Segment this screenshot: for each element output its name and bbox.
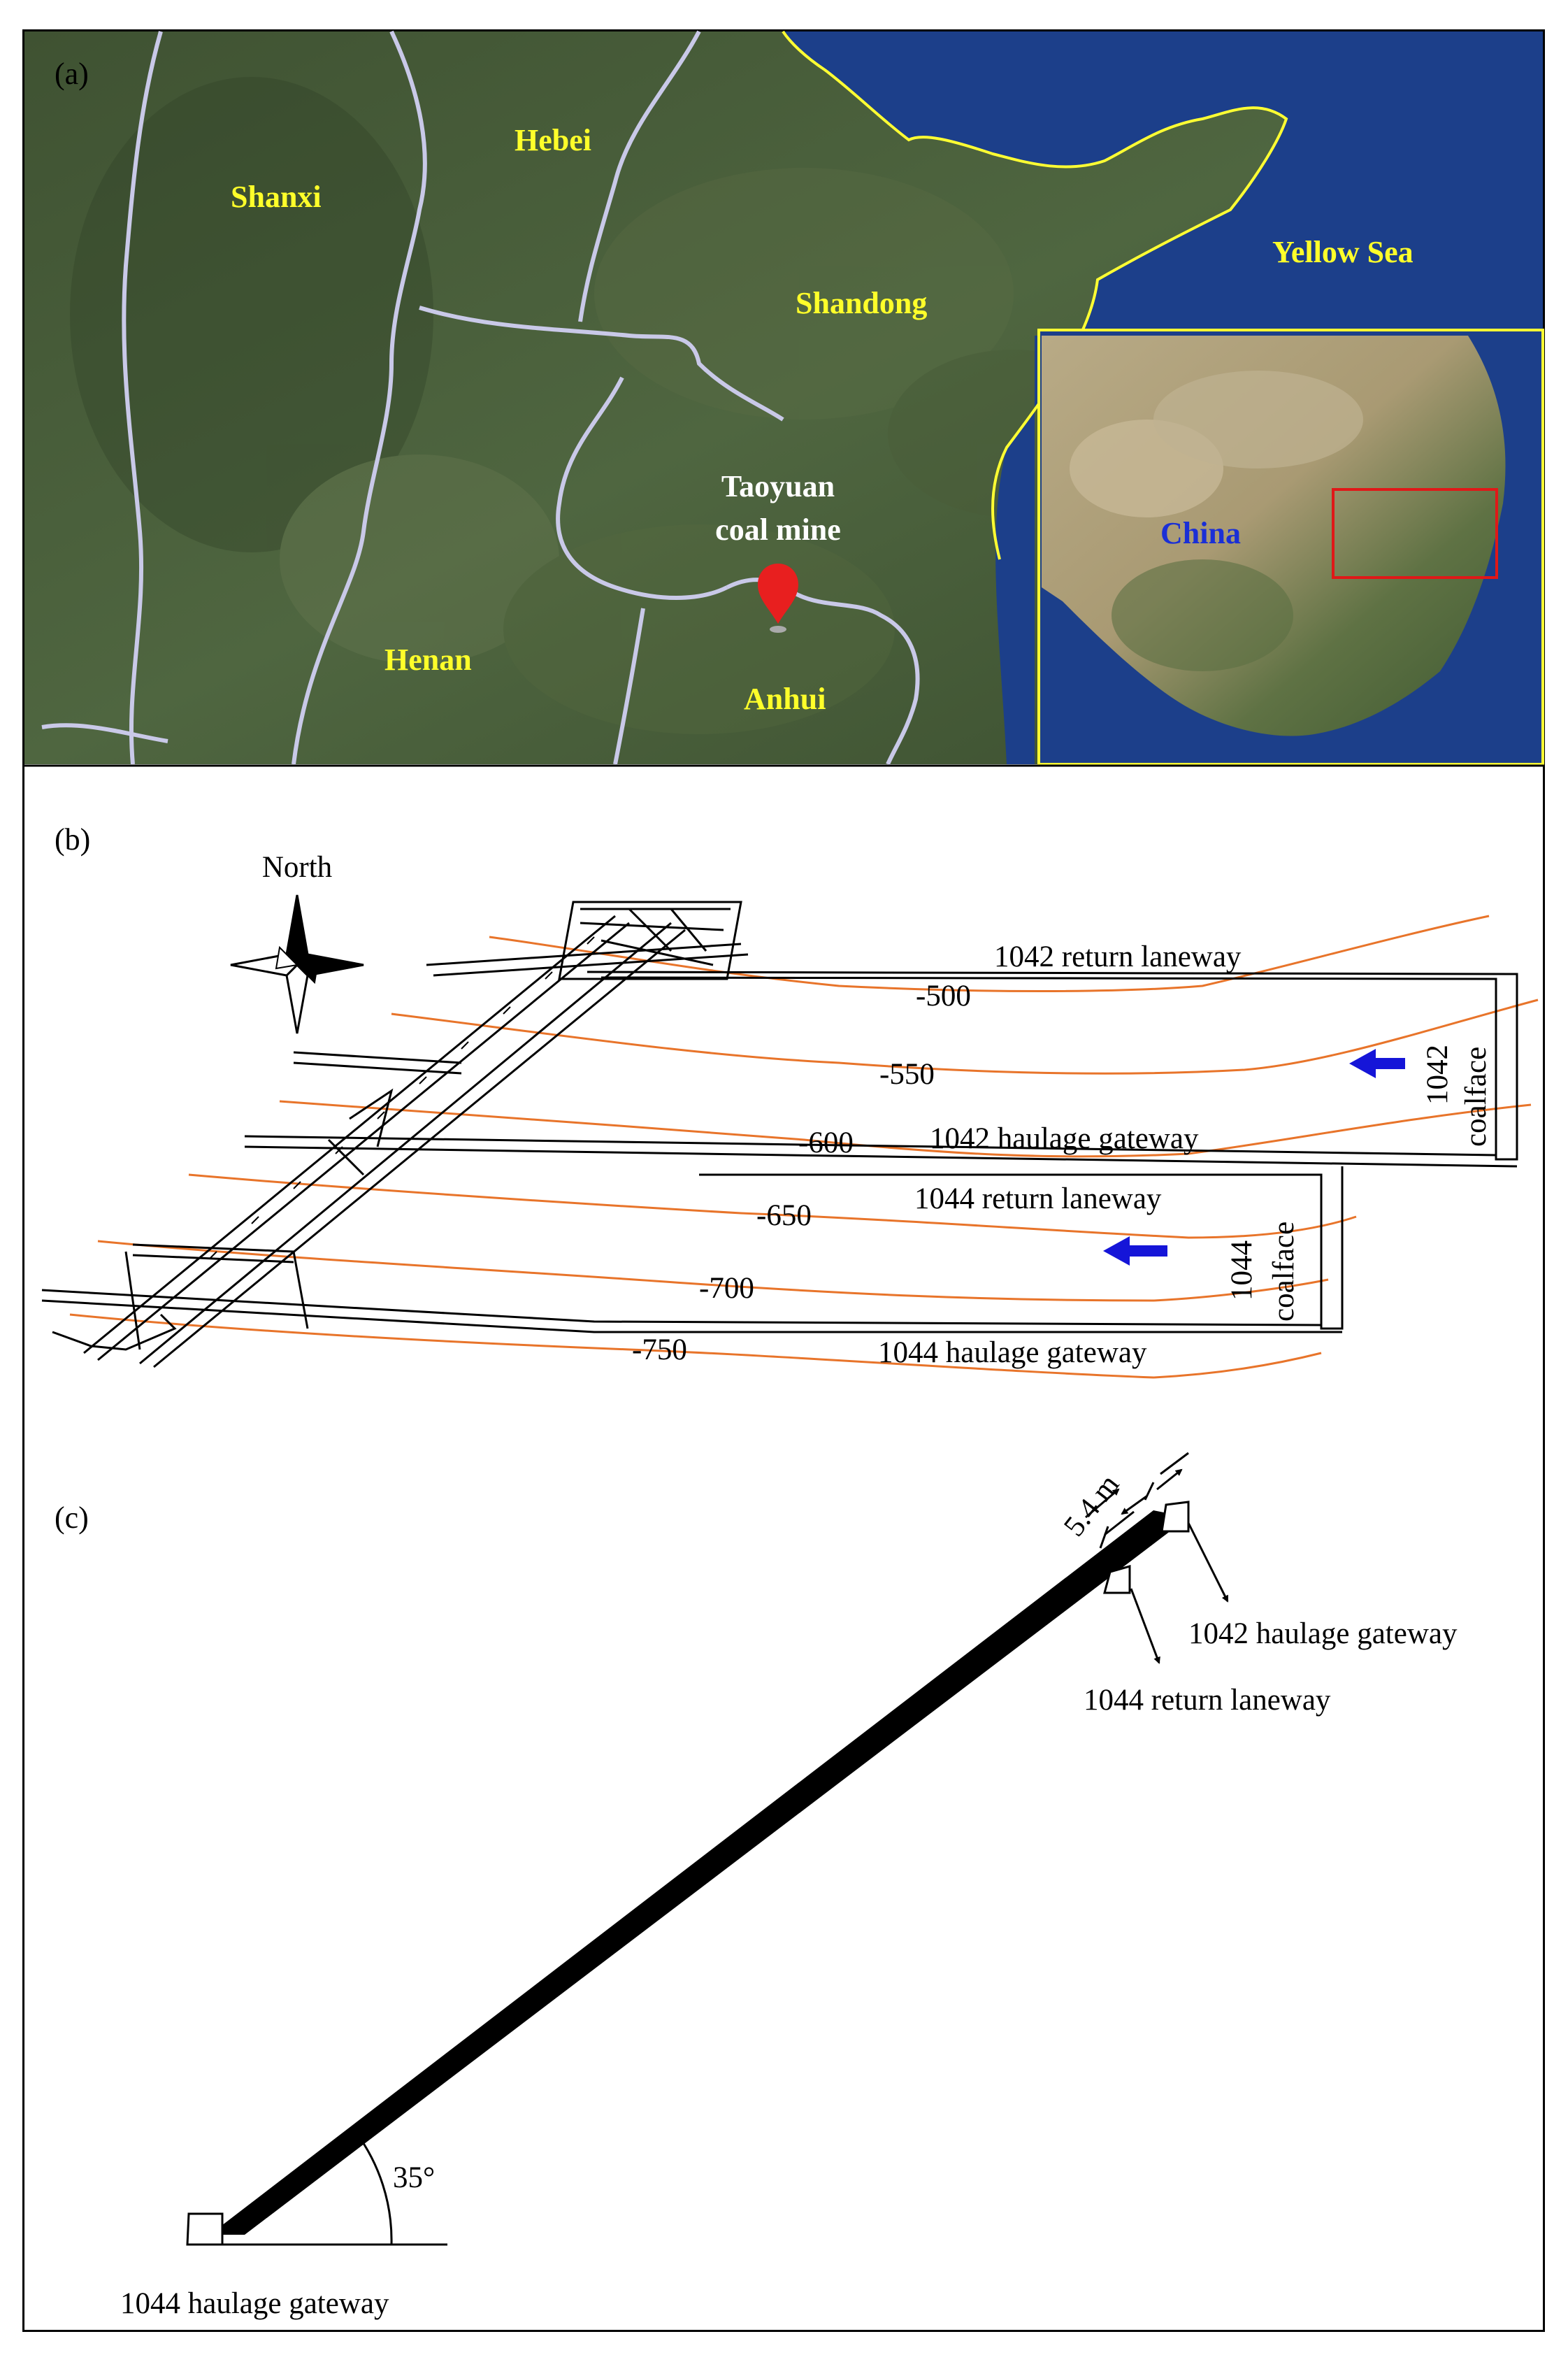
study-area-box	[1332, 488, 1498, 579]
mine-plan-panel: (b) North	[41, 822, 1539, 1379]
thickness-dimension	[1085, 1452, 1189, 1549]
inset-frame	[1037, 329, 1544, 766]
label-henan: Henan	[384, 643, 472, 677]
roadway-1044-return	[1103, 1565, 1131, 1594]
china-inset	[1037, 329, 1544, 766]
panel-c-tag: (c)	[55, 1501, 89, 1535]
label-mine-line2: coal mine	[715, 513, 841, 547]
label-shandong: Shandong	[796, 286, 927, 320]
thickness-label: 5.4 m	[1058, 1468, 1125, 1543]
panel-a-tag: (a)	[55, 57, 89, 91]
label-hebei: Hebei	[515, 123, 591, 157]
label-c-1044-return: 1044 return laneway	[1084, 1684, 1331, 1717]
contour-label: -750	[632, 1333, 687, 1366]
panel-1042-upper	[587, 971, 1518, 1161]
roadway-1044-haulage	[186, 2212, 224, 2246]
label-1042-haulage: 1042 haulage gateway	[930, 1122, 1199, 1155]
province-borders	[41, 30, 920, 766]
angle-arc	[354, 2131, 393, 2245]
arrow-left-icon	[1349, 1049, 1405, 1078]
label-1042-coalface-a: 1042	[1421, 1045, 1454, 1105]
label-mine-line1: Taoyuan	[721, 469, 835, 503]
panel-b-tag: (b)	[55, 822, 90, 857]
coal-seam	[210, 1510, 1188, 2235]
label-china: China	[1160, 516, 1241, 550]
shaft-bottom-outline	[558, 901, 742, 980]
label-1044-coalface-b: coalface	[1267, 1222, 1300, 1322]
map-panel: (a) Shanxi Hebei Shandong Yellow Sea Hen…	[24, 30, 1544, 766]
contour-label: -700	[699, 1272, 754, 1305]
label-1044-return: 1044 return laneway	[914, 1182, 1162, 1215]
roadway-1042-haulage	[1160, 1501, 1190, 1533]
label-1042-coalface-b: coalface	[1460, 1047, 1493, 1147]
sea-area	[783, 31, 1543, 764]
angle-label: 35°	[393, 2161, 435, 2194]
cross-section-panel: (c) 35° 5.4 m 1042 haulage gateway	[55, 1452, 1458, 2320]
gateway-1042-haulage	[244, 1135, 1518, 1168]
roadway-network	[41, 901, 1518, 1368]
incline-roadways	[83, 915, 686, 1368]
panel-1044-side	[699, 1166, 1344, 1330]
map-pin-icon	[758, 564, 798, 633]
label-shanxi: Shanxi	[231, 180, 322, 214]
gateway-1044-haulage	[41, 1289, 1342, 1333]
contour-label: -500	[916, 980, 971, 1012]
figure-frame	[22, 29, 1545, 2332]
contour-label: -600	[798, 1126, 854, 1159]
label-anhui: Anhui	[744, 682, 826, 716]
compass-label: North	[262, 851, 332, 884]
cross-cut-upper	[426, 943, 749, 977]
contour-lines	[69, 915, 1539, 1379]
label-c-1042-haulage: 1042 haulage gateway	[1188, 1617, 1458, 1650]
label-1044-coalface-a: 1044	[1225, 1240, 1258, 1301]
leader-arrows	[1130, 1522, 1229, 1664]
roadway-ticks	[209, 936, 595, 1259]
label-c-1044-haulage: 1044 haulage gateway	[120, 2287, 389, 2320]
label-1042-return: 1042 return laneway	[994, 940, 1242, 973]
contour-label: -650	[756, 1199, 812, 1232]
compass-rose-icon	[230, 894, 364, 1034]
label-yellow-sea: Yellow Sea	[1272, 235, 1414, 269]
label-1044-haulage: 1044 haulage gateway	[878, 1336, 1147, 1369]
arrow-left-icon	[1103, 1236, 1167, 1266]
contour-label: -550	[879, 1058, 935, 1091]
